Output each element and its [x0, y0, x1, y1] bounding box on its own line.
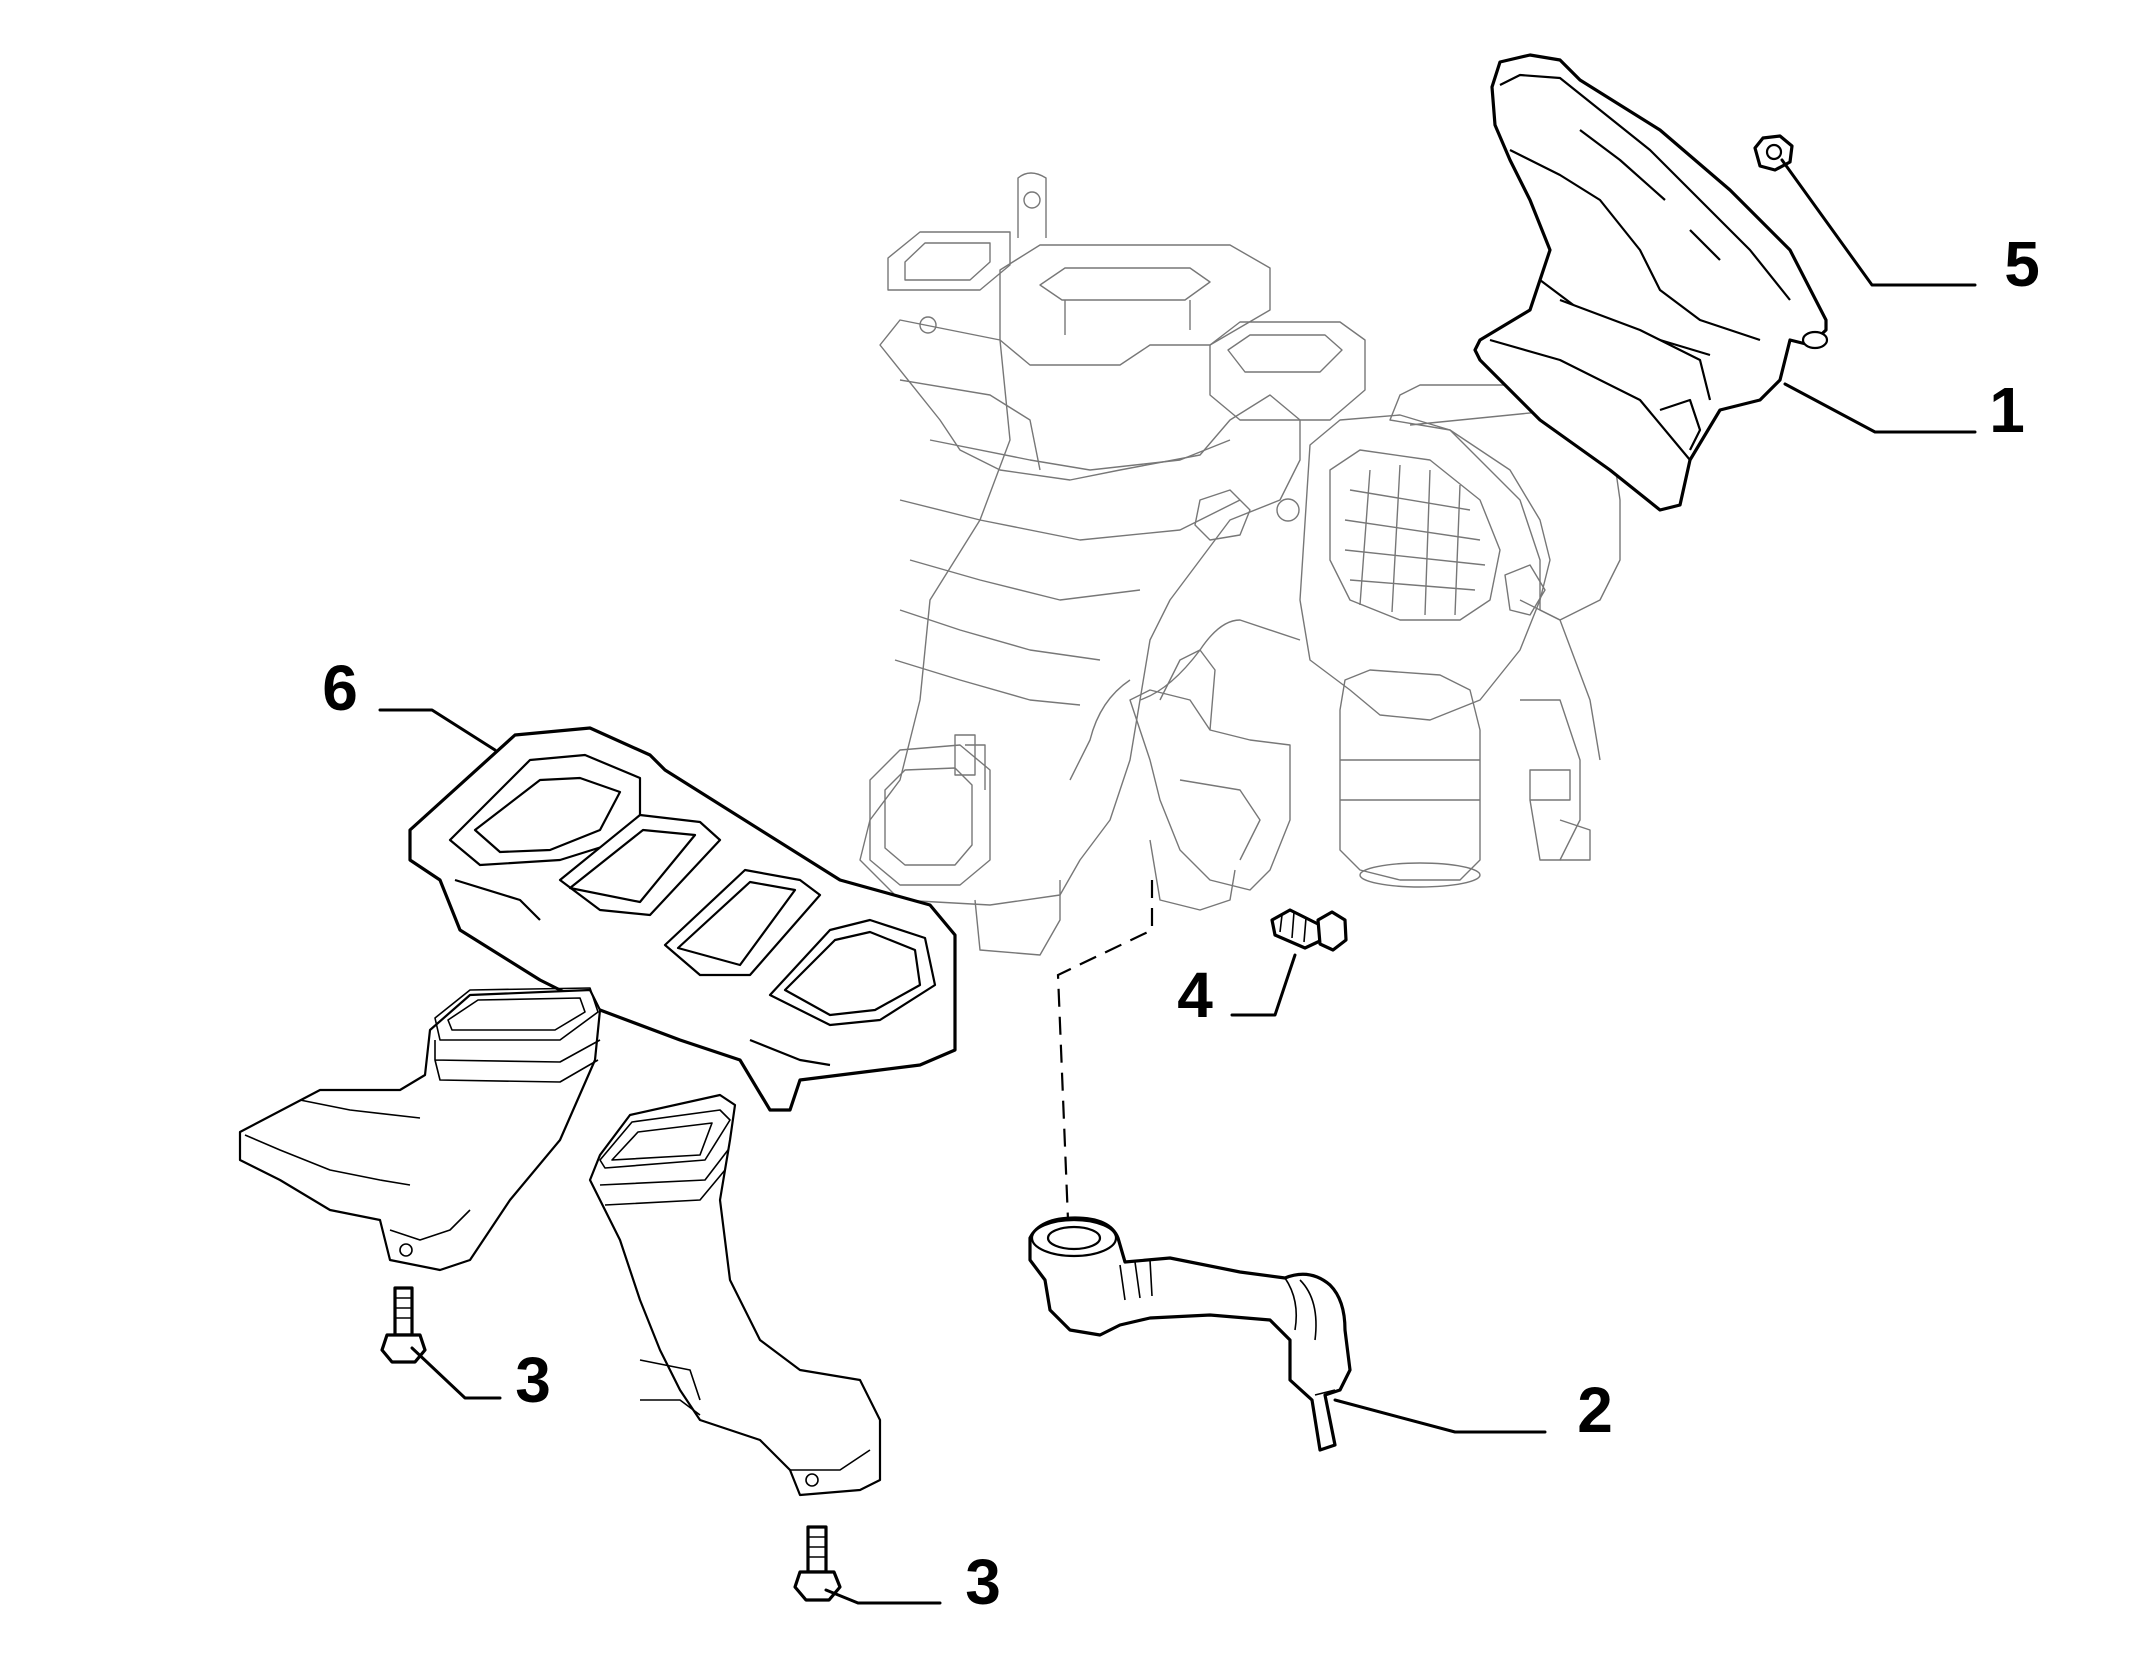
part-1-air-duct [1473, 53, 1829, 512]
callout-2: 2 [1577, 1374, 1613, 1446]
leader-line-3-upper [410, 1346, 502, 1400]
leader-line-4 [1230, 953, 1297, 1017]
part-6-outlet-frame [408, 726, 957, 1112]
part-4-bolt [1270, 908, 1348, 952]
leader-line-2 [1333, 1398, 1547, 1434]
part-2-drain-hose [1028, 1216, 1352, 1452]
callout-1: 1 [1989, 374, 2025, 446]
callout-5: 5 [2004, 228, 2040, 300]
leader-line-3-lower [824, 1588, 942, 1605]
leader-line-1 [1783, 382, 1977, 434]
hvac-housing-assembly [859, 172, 1621, 956]
floor-duct-right [588, 1093, 882, 1497]
leader-line-6 [378, 708, 497, 752]
floor-duct-left [238, 987, 602, 1272]
callout-4: 4 [1177, 959, 1213, 1031]
part-3-screw-upper [380, 1286, 427, 1364]
part-3-screw-lower [793, 1525, 842, 1602]
callout-3-upper: 3 [515, 1344, 551, 1416]
leader-line-5 [1780, 158, 1977, 287]
callout-3-lower: 3 [965, 1546, 1001, 1618]
callout-6: 6 [322, 652, 358, 724]
connection-dashed-line [1056, 880, 1154, 1221]
